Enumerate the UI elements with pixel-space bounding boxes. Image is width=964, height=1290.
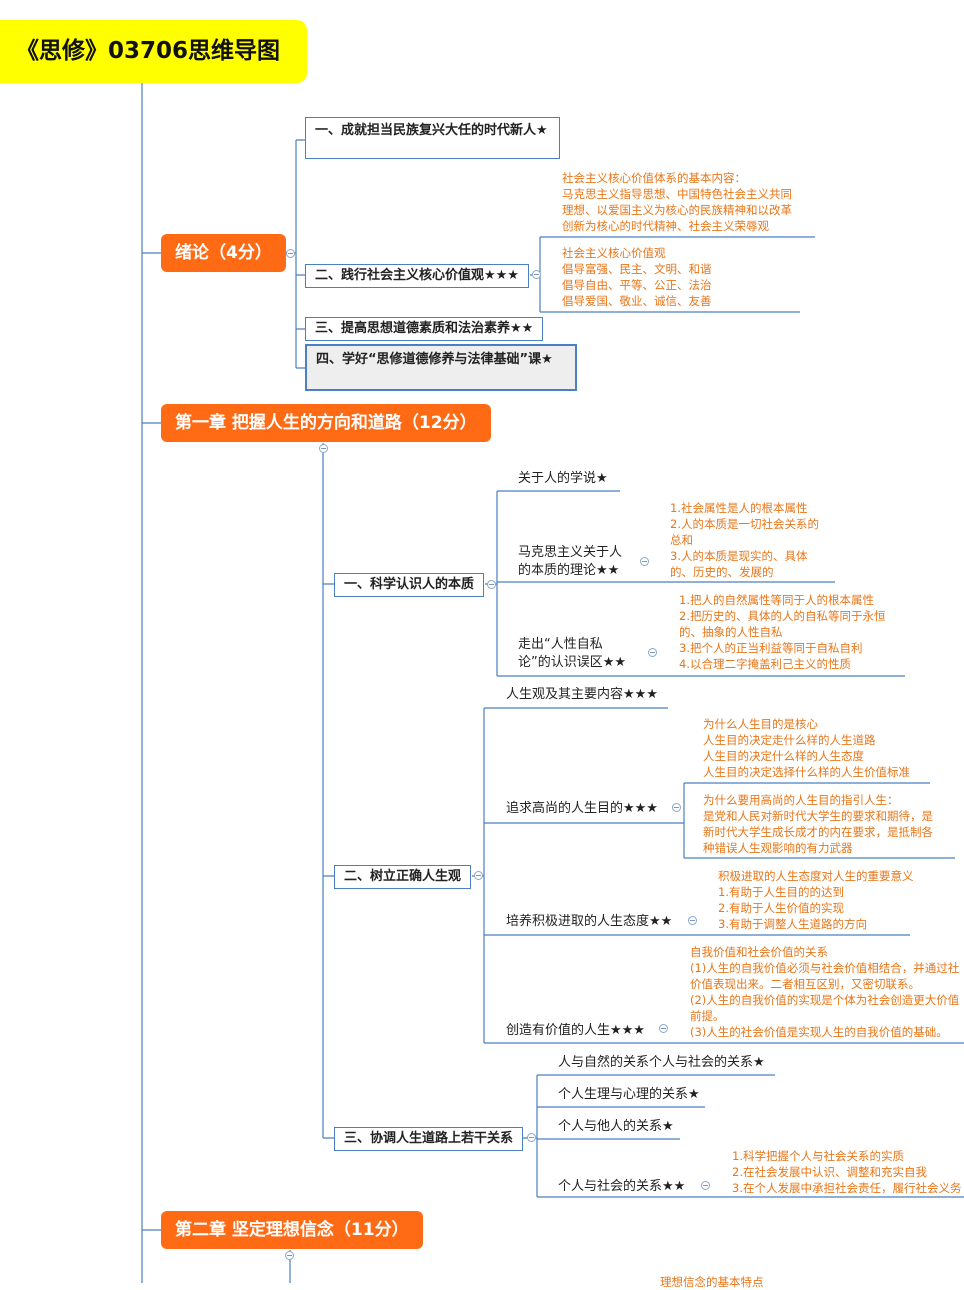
topic-life-outlook[interactable]: 人生观及其主要内容★★★ bbox=[506, 687, 658, 702]
topic-selfishness-myth[interactable]: 走出“人性自私论”的认识误区★★ bbox=[518, 637, 627, 670]
note-purpose-guide: 为什么要用高尚的人生目的指引人生：是党和人民对新时代大学生的要求和期待，是新时代… bbox=[703, 793, 933, 855]
collapse-icon[interactable] bbox=[474, 871, 483, 880]
note-core-system: 社会主义核心价值体系的基本内容：马克思主义指导思想、中国特色社会主义共同理想、以… bbox=[562, 171, 792, 233]
topic-noble-life-purpose[interactable]: 追求高尚的人生目的★★★ bbox=[506, 801, 658, 816]
collapse-icon[interactable] bbox=[648, 648, 657, 657]
topic-human-theory[interactable]: 关于人的学说★ bbox=[518, 471, 608, 486]
collapse-icon[interactable] bbox=[527, 1133, 536, 1142]
note-core-values: 社会主义核心价值观倡导富强、民主、文明、和谐倡导自由、平等、公正、法治倡导爱国、… bbox=[562, 246, 712, 308]
collapse-icon[interactable] bbox=[640, 557, 649, 566]
ch1-section-1[interactable]: 一、科学认识人的本质 bbox=[334, 573, 485, 597]
ch1-section-3[interactable]: 三、协调人生道路上若干关系 bbox=[334, 1127, 524, 1151]
topic-nature-society[interactable]: 人与自然的关系个人与社会的关系★ bbox=[558, 1055, 765, 1070]
ch1-section-2[interactable]: 二、树立正确人生观 bbox=[334, 865, 472, 889]
collapse-icon[interactable] bbox=[286, 249, 295, 258]
note-ideal-belief-partial: 理想信念的基本特点 bbox=[660, 1275, 764, 1289]
collapse-icon[interactable] bbox=[688, 916, 697, 925]
collapse-icon[interactable] bbox=[672, 803, 681, 812]
collapse-icon[interactable] bbox=[285, 1251, 294, 1260]
note-self-social-value: 自我价值和社会价值的关系(1)人生的自我价值必须与社会价值相结合，并通过社价值表… bbox=[690, 945, 960, 1039]
intro-section-4[interactable]: 四、学好“思修道德修养与法律基础”课★ bbox=[305, 344, 577, 391]
topic-marxist-human-essence[interactable]: 马克思主义关于人的本质的理论★★ bbox=[518, 545, 623, 578]
topic-physio-psych[interactable]: 个人生理与心理的关系★ bbox=[558, 1087, 700, 1102]
chapter-1[interactable]: 第一章 把握人生的方向和道路（12分） bbox=[161, 404, 491, 442]
topic-self-others[interactable]: 个人与他人的关系★ bbox=[558, 1119, 674, 1134]
note-purpose-core: 为什么人生目的是核心人生目的决定走什么样的人生道路人生目的决定什么样的人生态度人… bbox=[703, 717, 910, 779]
intro-section-3[interactable]: 三、提高思想道德素质和法治素养★★ bbox=[305, 317, 544, 341]
topic-positive-attitude[interactable]: 培养积极进取的人生态度★★ bbox=[506, 914, 673, 929]
topic-valuable-life[interactable]: 创造有价值的人生★★★ bbox=[506, 1023, 645, 1038]
chapter-intro[interactable]: 绪论（4分） bbox=[161, 234, 286, 272]
collapse-icon[interactable] bbox=[659, 1024, 668, 1033]
intro-section-1[interactable]: 一、成就担当民族复兴大任的时代新人★ bbox=[305, 117, 560, 159]
intro-section-2[interactable]: 二、践行社会主义核心价值观★★★ bbox=[305, 264, 529, 288]
collapse-icon[interactable] bbox=[532, 270, 541, 279]
collapse-icon[interactable] bbox=[487, 580, 496, 589]
collapse-icon[interactable] bbox=[701, 1181, 710, 1190]
map-title: 《思修》03706思维导图 bbox=[0, 20, 307, 83]
collapse-icon[interactable] bbox=[319, 444, 328, 453]
topic-individual-society[interactable]: 个人与社会的关系★★ bbox=[558, 1179, 686, 1194]
chapter-2[interactable]: 第二章 坚定理想信念（11分） bbox=[161, 1211, 423, 1249]
